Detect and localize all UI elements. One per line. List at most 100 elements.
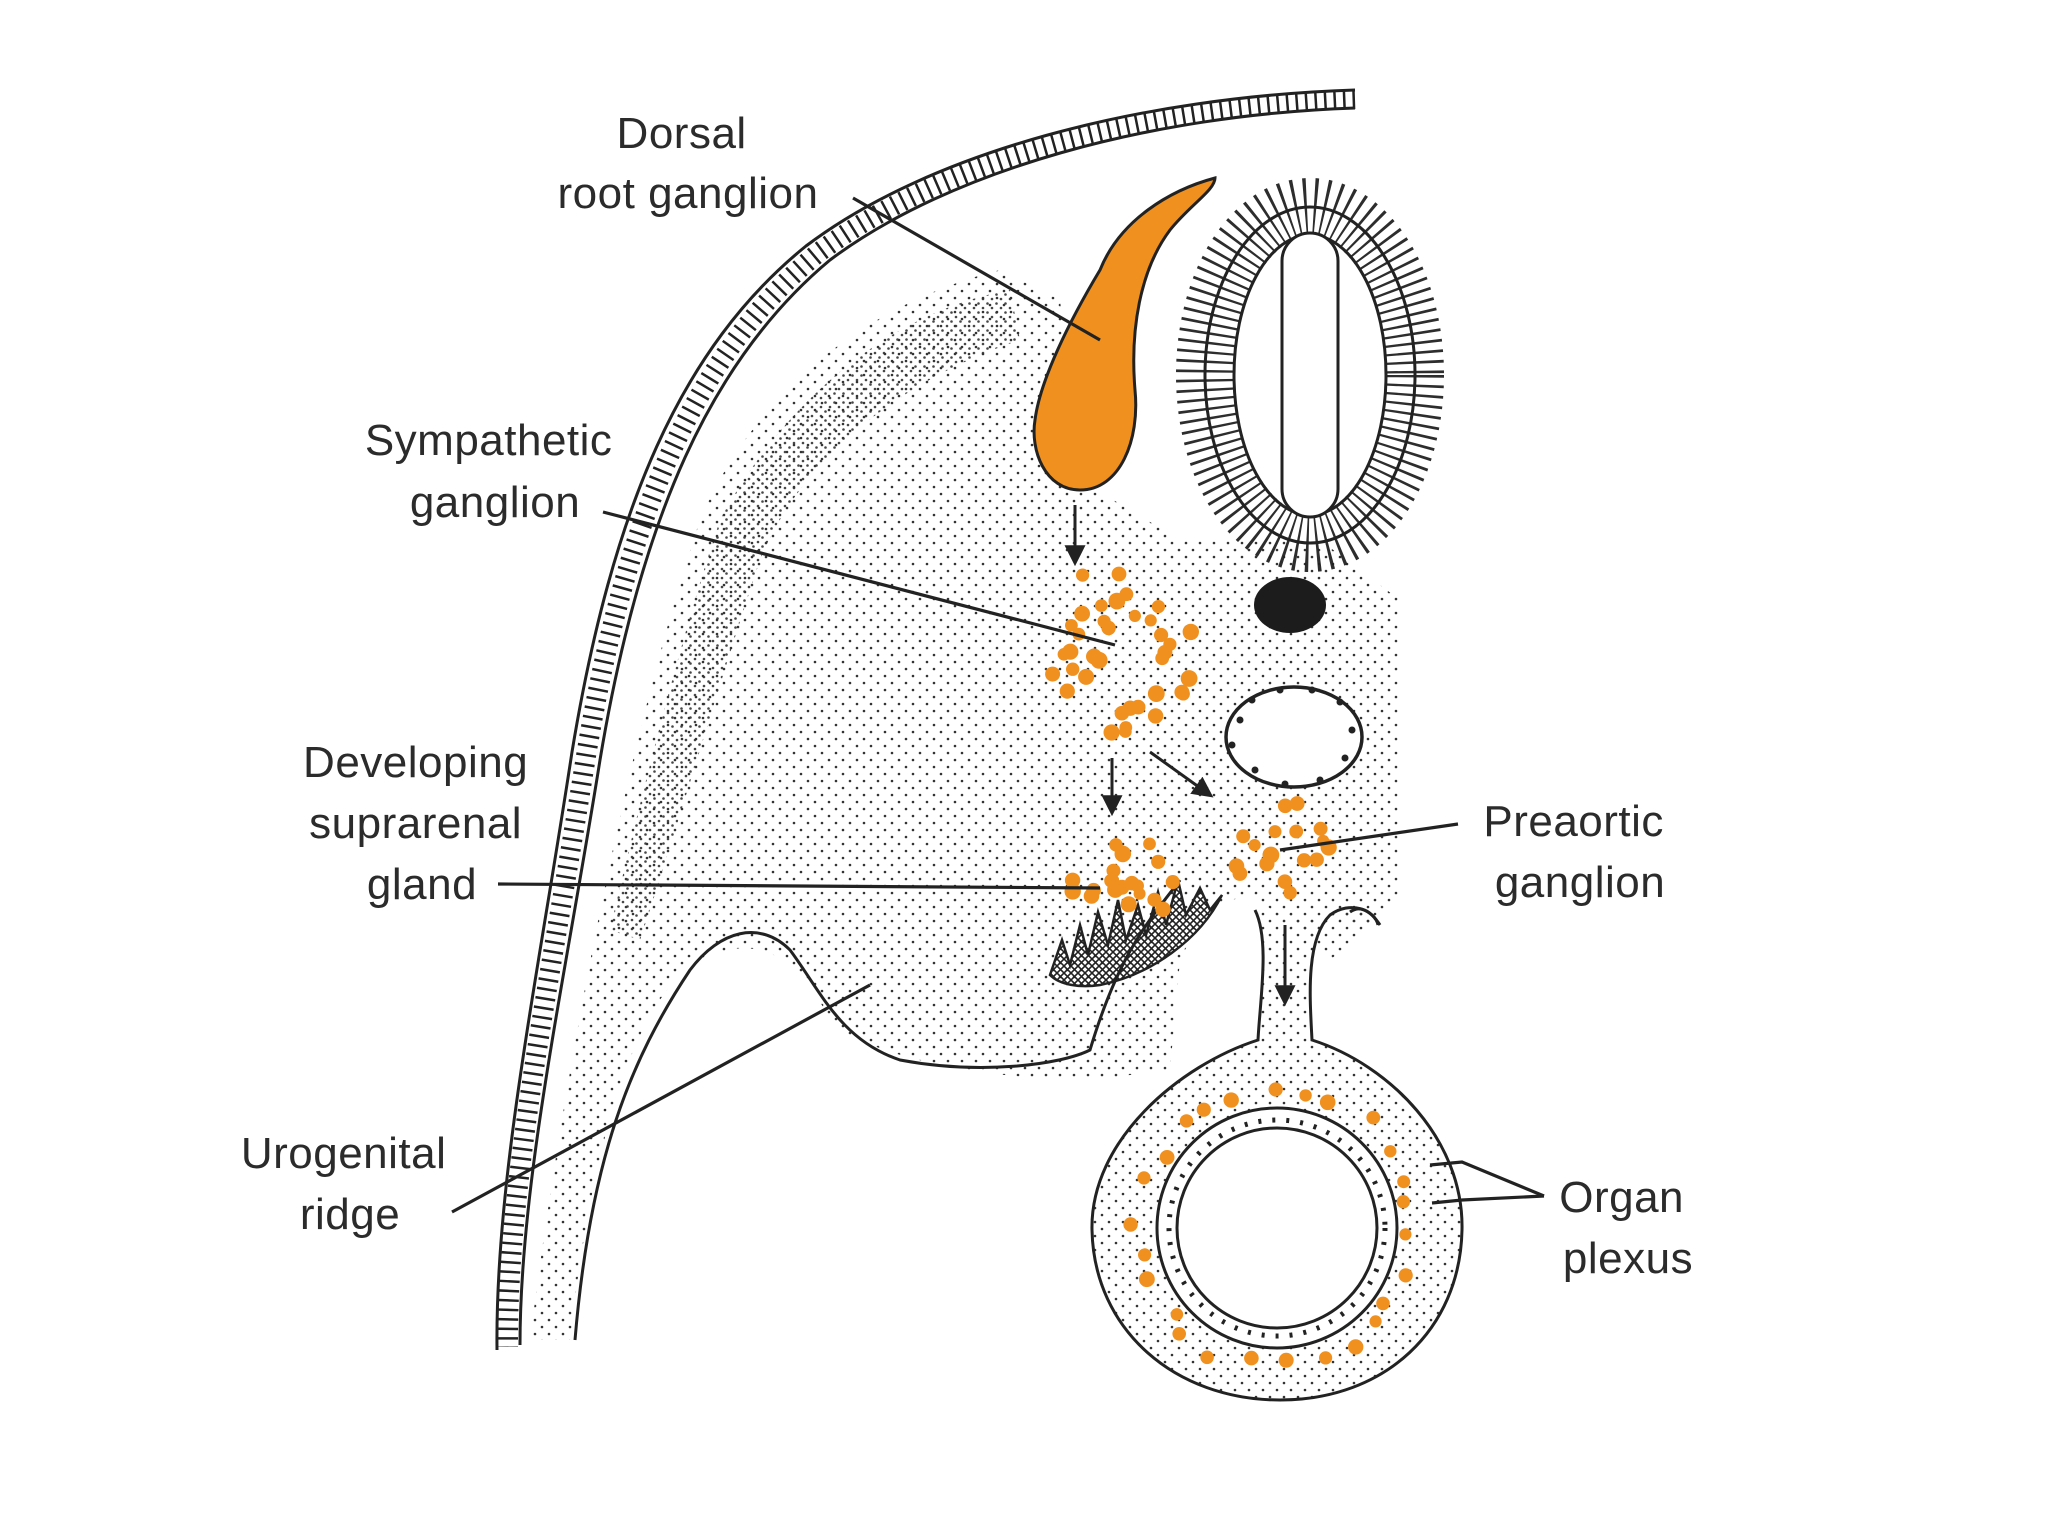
crest-cell — [1176, 687, 1190, 701]
label-preaortic-ganglion: Preaortic ganglion — [1483, 797, 1676, 907]
label-organ-plexus-line2: plexus — [1563, 1234, 1693, 1283]
crest-cell — [1144, 614, 1157, 627]
crest-cell — [1154, 627, 1169, 643]
crest-cell — [1170, 1308, 1184, 1321]
crest-cell — [1109, 838, 1123, 852]
crest-cell — [1396, 1195, 1411, 1209]
suprarenal-cortex — [1048, 879, 1224, 988]
crest-cell — [1179, 1114, 1194, 1128]
crest-cell — [1119, 725, 1132, 738]
crest-cell — [1399, 1228, 1412, 1241]
crest-cell — [1268, 1082, 1283, 1097]
neural-crest-cells — [1045, 566, 1413, 1368]
label-sympathetic-ganglion-line1: Sympathetic — [365, 416, 613, 465]
crest-cell — [1348, 1339, 1364, 1355]
crest-cell — [1076, 568, 1090, 582]
crest-cell — [1200, 1350, 1214, 1365]
crest-cell — [1147, 892, 1162, 907]
crest-cell — [1131, 879, 1144, 893]
crest-cell — [1232, 866, 1248, 881]
crest-cell — [1182, 623, 1200, 641]
crest-cell — [1122, 700, 1138, 716]
crest-cell — [1066, 662, 1080, 676]
crest-cell — [1278, 1352, 1294, 1368]
preaortic-ganglion-cells — [1228, 796, 1337, 900]
crest-cell — [1299, 1089, 1312, 1102]
label-dorsal-root-ganglion-line2: root ganglion — [558, 169, 819, 218]
crest-cell — [1289, 796, 1305, 811]
crest-cell — [1059, 683, 1075, 699]
crest-cell — [1147, 708, 1164, 724]
neural-tube — [1176, 178, 1444, 572]
crest-cell — [1114, 879, 1130, 895]
crest-cell — [1138, 1248, 1152, 1262]
notochord — [1254, 577, 1326, 633]
organ-plexus-cells — [1123, 1082, 1413, 1368]
label-preaortic-ganglion-line1: Preaortic — [1483, 797, 1664, 846]
crest-cell — [1366, 1110, 1381, 1125]
label-organ-plexus: Organ plexus — [1559, 1173, 1697, 1283]
crest-cell — [1277, 798, 1293, 814]
ectoderm-body-wall — [495, 88, 1356, 1351]
label-dorsal-root-ganglion-line1: Dorsal — [617, 109, 747, 158]
crest-cell — [1045, 666, 1061, 682]
crest-cell — [1369, 1315, 1382, 1328]
crest-cell — [1151, 600, 1165, 614]
crest-cell — [1283, 886, 1297, 900]
leader-organ-plexus-a — [1429, 1160, 1545, 1198]
crest-cell — [1309, 852, 1324, 867]
crest-cell — [1074, 605, 1090, 622]
crest-cell — [1196, 1102, 1211, 1117]
gut-tube — [1090, 906, 1464, 1402]
leader-dorsal-root-ganglion — [852, 196, 1101, 342]
leader-lines — [451, 196, 1545, 1214]
crest-cell — [1268, 825, 1282, 839]
crest-cell — [1397, 1175, 1411, 1189]
crest-cell — [1143, 837, 1156, 851]
crest-cell — [1165, 875, 1180, 890]
crest-cell — [1313, 821, 1328, 836]
crest-cell — [1147, 685, 1165, 702]
crest-cell — [1086, 648, 1102, 665]
crest-cell — [1120, 896, 1137, 913]
label-developing-suprarenal-gland-line2: suprarenal — [309, 799, 522, 848]
crest-cell — [1259, 856, 1275, 872]
label-developing-suprarenal-gland-line3: gland — [367, 860, 477, 909]
crest-cell — [1289, 824, 1304, 839]
crest-cell — [1108, 592, 1126, 610]
label-developing-suprarenal-gland: Developing suprarenal gland — [303, 738, 541, 909]
crest-cell — [1062, 643, 1079, 660]
label-urogenital-ridge-line1: Urogenital — [241, 1129, 447, 1178]
crest-cell — [1248, 839, 1261, 852]
crest-cell — [1155, 901, 1171, 917]
label-dorsal-root-ganglion: Dorsal root ganglion — [558, 109, 819, 218]
label-urogenital-ridge-line2: ridge — [300, 1190, 400, 1239]
crest-cell — [1244, 1350, 1259, 1366]
crest-cell — [1139, 1271, 1155, 1288]
label-sympathetic-ganglion-line2: ganglion — [410, 478, 580, 527]
crest-cell — [1151, 854, 1166, 869]
mesenchyme-region — [530, 270, 1400, 1340]
label-developing-suprarenal-gland-line1: Developing — [303, 738, 528, 787]
suprarenal-medulla-cells — [1064, 837, 1180, 917]
leader-suprarenal-gland — [497, 882, 1101, 890]
leader-sympathetic-ganglion — [602, 510, 1116, 647]
labels: Dorsal root ganglion Sympathetic ganglio… — [241, 109, 1697, 1283]
crest-cell — [1128, 609, 1141, 623]
dorsal-root-ganglion-shape — [1032, 176, 1217, 492]
label-preaortic-ganglion-line2: ganglion — [1495, 858, 1665, 907]
crest-cell — [1137, 1171, 1151, 1185]
crest-cell — [1123, 1217, 1138, 1232]
crest-cell — [1083, 888, 1100, 904]
crest-cell — [1064, 883, 1081, 900]
crest-cell — [1180, 670, 1198, 687]
label-organ-plexus-line1: Organ — [1559, 1173, 1684, 1222]
crest-cell — [1159, 1150, 1175, 1165]
crest-cell — [1172, 1327, 1186, 1341]
crest-cell — [1106, 863, 1121, 878]
arrow-sympathetic-to-preaortic — [1149, 750, 1214, 798]
urogenital-ridge-shape — [573, 879, 1382, 1341]
crest-cell — [1103, 724, 1120, 741]
crest-cell — [1398, 1268, 1413, 1283]
